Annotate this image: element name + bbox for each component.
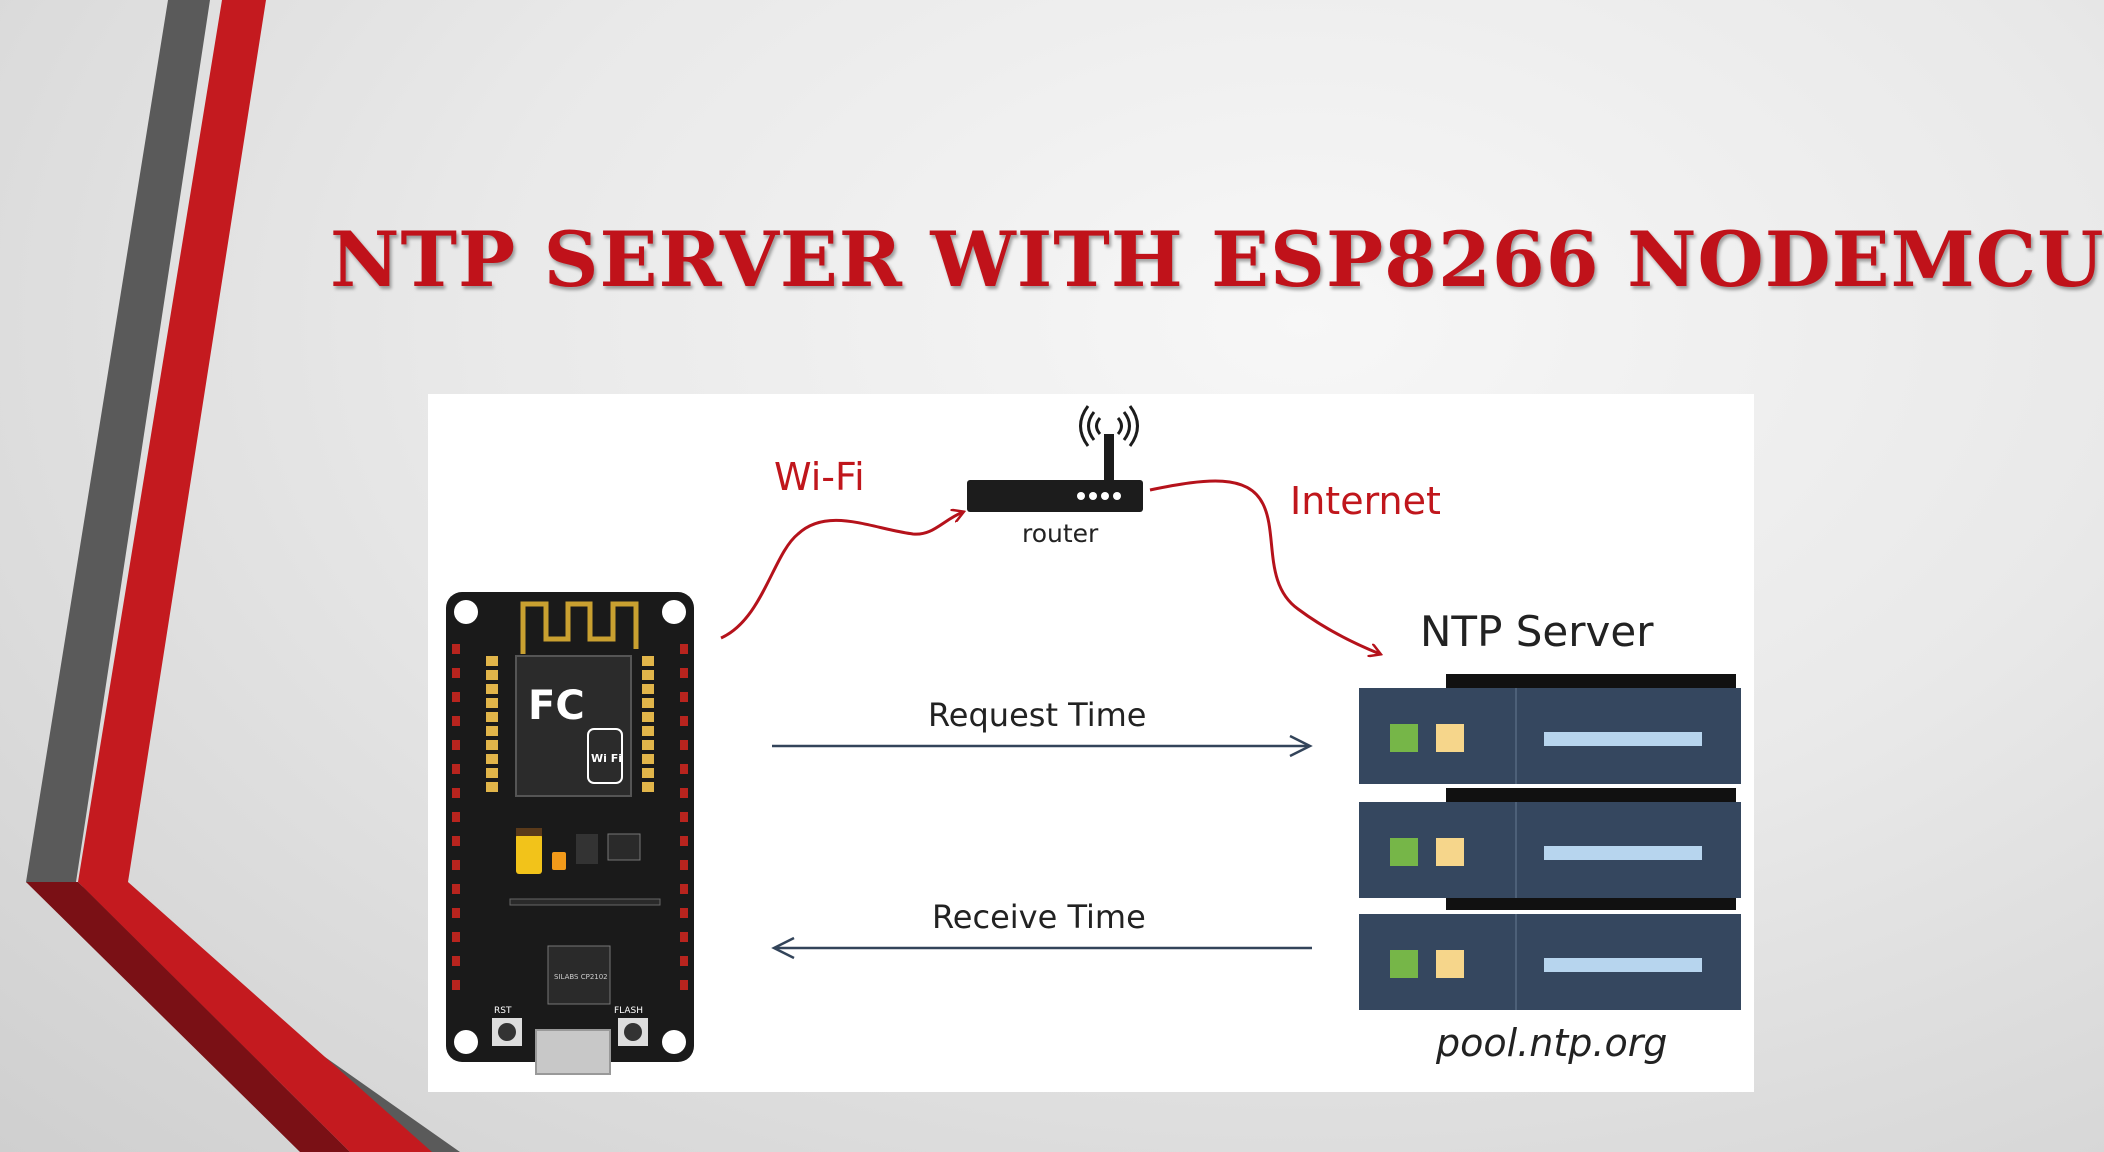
- server-stack-icon: [1359, 674, 1741, 1010]
- pin: [642, 740, 654, 750]
- pin: [680, 668, 688, 678]
- wifi-connection: [720, 512, 963, 640]
- pin: [452, 740, 460, 750]
- pin: [452, 980, 460, 990]
- router-label: router: [1022, 519, 1099, 548]
- pin: [452, 644, 460, 654]
- server-unit-1: [1359, 688, 1741, 784]
- pin: [452, 908, 460, 918]
- right-pin-header: [680, 644, 688, 990]
- wifi-label: Wi-Fi: [774, 455, 865, 499]
- pin: [452, 668, 460, 678]
- ntp-server-label: NTP Server: [1420, 607, 1654, 656]
- pin: [486, 768, 498, 778]
- pin: [642, 698, 654, 708]
- pin: [452, 884, 460, 894]
- pin: [680, 932, 688, 942]
- pin: [642, 656, 654, 666]
- pool-ntp-label: pool.ntp.org: [1435, 1021, 1667, 1065]
- pin: [680, 980, 688, 990]
- pin: [680, 836, 688, 846]
- pin: [680, 740, 688, 750]
- server-unit-3: [1359, 914, 1741, 1010]
- pin: [486, 740, 498, 750]
- left-gold-pads: [486, 656, 498, 792]
- pin: [680, 812, 688, 822]
- server-unit-2: [1359, 802, 1741, 898]
- pin: [486, 726, 498, 736]
- pin: [680, 764, 688, 774]
- red-stripe: [78, 0, 432, 1152]
- decorative-stripes: [26, 0, 460, 1152]
- pin: [680, 860, 688, 870]
- wifi-marking: Wi Fi: [591, 752, 622, 765]
- receive-time-label: Receive Time: [932, 898, 1146, 936]
- ntp-diagram: Wi-Fi router Internet: [446, 405, 1741, 1075]
- pin: [452, 812, 460, 822]
- pin: [452, 860, 460, 870]
- nodemcu-board: FC Wi Fi SILABS CP2102 RST FL: [446, 592, 694, 1075]
- receive-arrowhead: [771, 936, 795, 960]
- diagram-panel: Wi-Fi router Internet: [428, 394, 1754, 1092]
- pin: [486, 656, 498, 666]
- pin: [452, 956, 460, 966]
- pin: [642, 712, 654, 722]
- pin: [642, 782, 654, 792]
- pin: [680, 644, 688, 654]
- fc-marking: FC: [528, 683, 585, 729]
- request-time-label: Request Time: [928, 696, 1146, 734]
- pin: [642, 670, 654, 680]
- pin: [452, 716, 460, 726]
- internet-label: Internet: [1290, 479, 1441, 523]
- left-pin-header: [452, 644, 460, 990]
- right-gold-pads: [642, 656, 654, 792]
- dark-red-wedge: [26, 882, 350, 1152]
- pin: [486, 670, 498, 680]
- pin: [452, 932, 460, 942]
- pin: [486, 754, 498, 764]
- pin: [680, 908, 688, 918]
- pin: [486, 684, 498, 694]
- pin: [680, 956, 688, 966]
- request-arrowhead: [1289, 734, 1313, 758]
- router-icon: [967, 405, 1143, 512]
- pin: [486, 782, 498, 792]
- rst-label: RST: [494, 1006, 512, 1016]
- pin: [642, 754, 654, 764]
- pin: [452, 788, 460, 798]
- pin: [680, 788, 688, 798]
- pin: [680, 692, 688, 702]
- pin: [680, 716, 688, 726]
- pin: [642, 768, 654, 778]
- chip-label: SILABS CP2102: [554, 973, 608, 981]
- pin: [486, 712, 498, 722]
- gray-stripe: [26, 0, 460, 1152]
- internet-connection: [1149, 479, 1380, 654]
- flash-label: FLASH: [614, 1006, 643, 1016]
- pin: [642, 726, 654, 736]
- pin: [642, 684, 654, 694]
- pin: [452, 764, 460, 774]
- pin: [452, 692, 460, 702]
- slide-title: NTP Server with ESP8266 NodeMCU: [330, 215, 2104, 304]
- pin: [486, 698, 498, 708]
- pin: [452, 836, 460, 846]
- pin: [680, 884, 688, 894]
